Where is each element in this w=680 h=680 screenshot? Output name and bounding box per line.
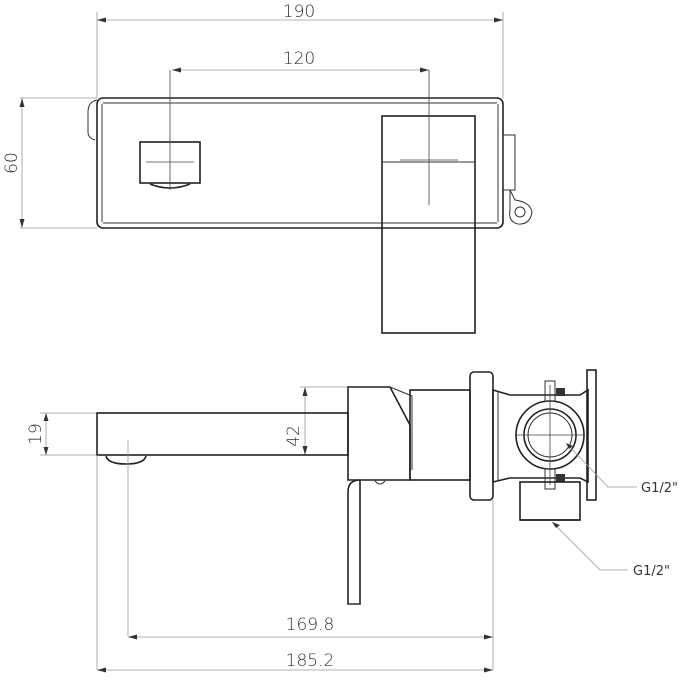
- dimension-42: 42: [284, 386, 348, 456]
- dimension-185-2: 185.2: [97, 651, 493, 673]
- outlet-callout: G1/2": [551, 521, 670, 579]
- dimension-19: 19: [26, 412, 97, 456]
- dimension-label: 169.8: [286, 615, 335, 635]
- mixing-valve: [492, 388, 589, 484]
- dimension-120: 120: [172, 49, 429, 73]
- dimension-label: 185.2: [286, 651, 335, 671]
- dimension-60: 60: [2, 97, 97, 229]
- body-cylinder: [409, 389, 471, 481]
- dimension-label: 42: [284, 425, 304, 447]
- dimension-label: 120: [283, 49, 315, 69]
- dimension-190: 190: [96, 2, 504, 98]
- dimension-label: 190: [283, 2, 315, 22]
- spout-side: [96, 412, 349, 456]
- cover-plate: [96, 97, 504, 229]
- outlet-thread-label: G1/2": [633, 564, 670, 579]
- flange: [469, 371, 494, 501]
- back-plate: [586, 369, 597, 501]
- outlet-fitting: [519, 481, 581, 521]
- inlet-callout: G1/2": [566, 443, 678, 496]
- inlet-thread-label: G1/2": [641, 481, 678, 496]
- lever-side: [347, 479, 361, 605]
- dimension-label: 60: [2, 152, 22, 174]
- side-view: 19 42: [26, 369, 678, 673]
- valve-body: [347, 386, 411, 481]
- top-view: 190 120 60: [2, 2, 533, 334]
- dimension-label: 19: [26, 423, 46, 445]
- dimension-169-8: 169.8: [128, 615, 493, 640]
- lever-top: [381, 115, 476, 334]
